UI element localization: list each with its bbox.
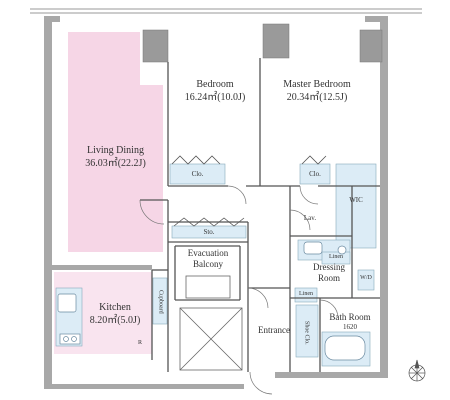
interior-walls: [140, 58, 380, 372]
door-swings: [139, 185, 339, 395]
clo-bedroom-label: Clo.: [191, 170, 204, 178]
cupboard-label: Cupboard: [157, 290, 164, 314]
dressing-room-label: Dressing Room: [313, 262, 345, 284]
fixtures: [57, 241, 366, 361]
clo-master-label: Clo.: [309, 170, 321, 178]
lav-label: Lav.: [303, 214, 317, 222]
master-bedroom-label: Master Bedroom 20.34㎡(12.5J): [283, 79, 351, 103]
wic-label: WIC: [349, 196, 363, 204]
linen-upper-label: Linen: [329, 254, 343, 260]
refrigerator-label: R: [137, 340, 142, 346]
evacuation-hatch: [179, 275, 243, 371]
linen-lower-label: Linen: [299, 291, 313, 297]
wd-label: W/D: [360, 275, 372, 281]
evacuation-balcony-label: Evacuation Balcony: [187, 248, 229, 270]
columns: [142, 23, 383, 63]
kitchen-label: Kitchen 8.20㎡(5.0J): [89, 302, 141, 326]
shoe-clo-label: Shoe Clo.: [303, 321, 310, 345]
living-dining-label: Living Dining 36.03㎡(22.2J): [85, 145, 146, 169]
bath-room-label: Bath Room 1620: [329, 312, 371, 332]
living-dining-area: [68, 32, 163, 252]
entrance-label: Entrance: [258, 325, 290, 335]
bedroom-label: Bedroom 16.24㎡(10.0J): [184, 79, 246, 103]
closet-doors: [171, 155, 327, 227]
sto-label: Sto.: [203, 228, 215, 236]
compass-icon: [408, 359, 426, 382]
outer-walls: [44, 16, 388, 389]
balcony-railing: [30, 8, 422, 14]
